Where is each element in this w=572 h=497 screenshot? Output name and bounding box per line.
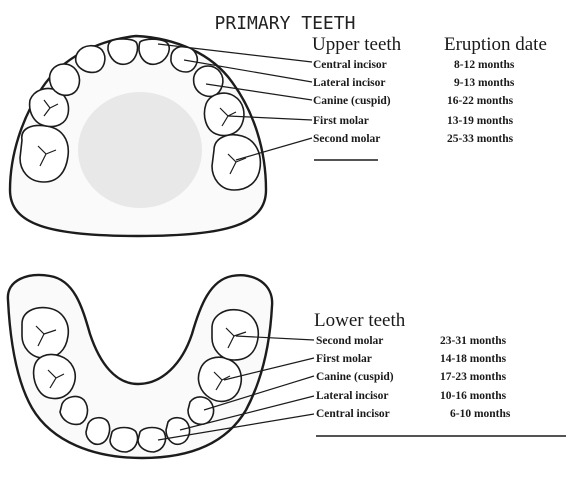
upper-left-lateral-incisor [76,46,105,73]
lower-right-canine [188,397,214,424]
lower-right-second-molar [212,310,258,360]
upper-palate [78,92,202,208]
upper-row-2-date: 9-13 months [454,77,515,89]
lower-left-central-incisor [110,428,138,453]
lower-row-5-date: 6-10 months [450,408,511,420]
upper-row-1-date: 8-12 months [454,59,515,71]
lower-row-3-date: 17-23 months [440,371,507,383]
upper-left-canine [50,64,80,95]
lower-row-2-date: 14-18 months [440,353,507,365]
upper-right-first-molar [204,93,243,135]
eruption-date-heading: Eruption date [444,34,547,55]
upper-row-4-tooth: First molar [313,115,369,127]
lower-left-second-molar [22,308,68,358]
upper-row-3-date: 16-22 months [447,95,514,107]
upper-row-4-date: 13-19 months [447,115,514,127]
lower-row-2-tooth: First molar [316,353,372,365]
lower-row-3-tooth: Canine (cuspid) [316,371,394,383]
upper-row-5-date: 25-33 months [447,133,514,145]
lower-right-lateral-incisor [166,418,190,445]
lower-row-5-tooth: Central incisor [316,408,390,420]
lower-row-1-tooth: Second molar [316,335,383,347]
upper-teeth-table: Upper teeth Eruption date Central inciso… [312,34,547,160]
upper-row-2-tooth: Lateral incisor [313,77,386,89]
upper-row-3-tooth: Canine (cuspid) [313,95,391,107]
lower-row-4-tooth: Lateral incisor [316,390,389,402]
lower-right-first-molar [198,357,241,401]
upper-teeth-heading: Upper teeth [312,34,402,55]
upper-arch [10,36,266,236]
lower-row-4-date: 10-16 months [440,390,507,402]
lower-left-lateral-incisor [86,418,110,445]
upper-right-canine [194,66,223,96]
diagram-title: PRIMARY TEETH [215,13,356,34]
upper-left-second-molar [20,126,68,182]
lower-teeth-table: Lower teeth Second molar 23-31 months Fi… [314,310,566,436]
upper-right-lateral-incisor [171,47,197,72]
lower-arch [8,275,272,458]
upper-row-1-tooth: Central incisor [313,59,387,71]
lower-teeth-heading: Lower teeth [314,310,406,331]
upper-row-5-tooth: Second molar [313,133,380,145]
lower-row-1-date: 23-31 months [440,335,507,347]
lower-left-canine [60,397,87,425]
